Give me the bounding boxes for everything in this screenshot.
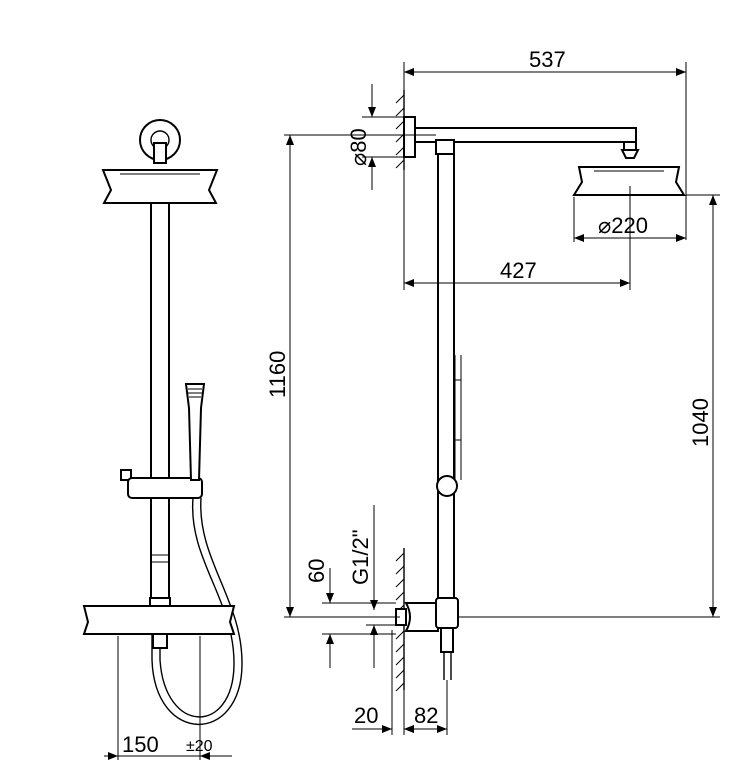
label-total-height: 1160	[265, 351, 290, 398]
label-overall-width: 537	[529, 47, 566, 72]
front-thermostatic-mixer	[82, 605, 236, 635]
label-head-offset: 427	[500, 258, 537, 283]
dim-head-height: 1040	[458, 194, 720, 618]
label-thread: G1/2"	[348, 529, 373, 585]
dim-center-distance: 150 ±20	[104, 636, 232, 760]
label-tolerance: ±20	[186, 738, 213, 755]
dim-depth: 82	[404, 680, 448, 735]
dim-head-diameter: ⌀220	[573, 186, 686, 242]
label-inlet-spacing: 60	[304, 559, 329, 583]
dim-head-offset: 427	[403, 170, 631, 290]
label-head-height: 1040	[688, 398, 713, 447]
front-mixer-outlet	[152, 633, 168, 649]
side-riser-pipe	[437, 153, 455, 605]
dim-overall-width: 537	[403, 47, 687, 240]
dim-thread: G1/2"	[348, 505, 396, 668]
label-head-diameter: ⌀220	[598, 213, 648, 238]
side-arm-elbow	[435, 139, 455, 155]
label-wall-gap: 20	[354, 703, 378, 728]
side-view	[395, 90, 686, 692]
side-shower-head	[572, 166, 686, 196]
label-depth: 82	[414, 703, 438, 728]
front-swivel-joint	[153, 142, 167, 164]
front-hose	[159, 497, 235, 718]
front-riser-pipe	[150, 202, 170, 604]
dim-total-height: 1160	[265, 134, 436, 618]
side-mixer-outlet	[440, 627, 454, 653]
label-wall-flange: ⌀80	[346, 128, 371, 166]
side-wall-flange	[403, 116, 416, 158]
front-slide-bracket	[120, 469, 132, 481]
front-shower-head	[101, 169, 219, 204]
front-slider	[127, 477, 203, 499]
front-view	[82, 119, 243, 726]
side-ball-joint	[620, 149, 640, 159]
front-hand-shower	[184, 383, 206, 481]
side-thermostatic-mixer	[404, 602, 439, 632]
dim-inlet-spacing: 60	[304, 559, 396, 668]
label-center-distance: 150	[122, 732, 159, 757]
side-slider	[436, 475, 458, 497]
dim-wall-gap: 20	[352, 630, 420, 735]
